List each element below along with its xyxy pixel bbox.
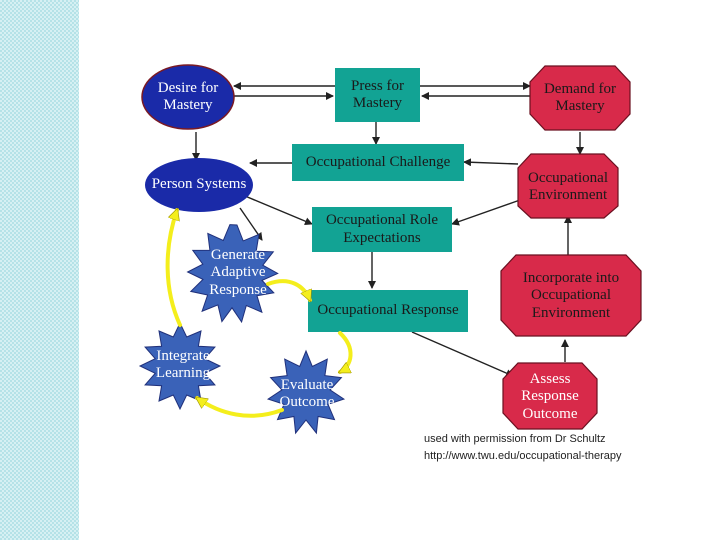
cycle-arrow-integrate-to-person bbox=[165, 210, 182, 327]
connectors bbox=[192, 82, 584, 377]
label-integrate-learning: Integrate Learning bbox=[155, 347, 211, 381]
node-occupational-environment bbox=[517, 153, 619, 219]
connector-response-to-assess bbox=[411, 331, 514, 377]
connector-person-to-role bbox=[244, 195, 313, 225]
cycle-arrow-generate-to-response bbox=[266, 279, 312, 300]
node-person-systems bbox=[145, 158, 253, 212]
label-occupational-role-expectations: Occupational Role Expectations bbox=[325, 212, 439, 246]
node-demand-for-mastery bbox=[529, 65, 631, 131]
label-desire-for-mastery: Desire for Mastery bbox=[157, 79, 219, 113]
label-press-for-mastery: Press for Mastery bbox=[351, 77, 404, 111]
node-desire-for-mastery bbox=[141, 64, 235, 130]
node-occupational-role-expectations bbox=[312, 207, 452, 252]
label-occupational-environment: Occupational Environment bbox=[528, 169, 608, 203]
adaptive-cycle-arrows bbox=[165, 210, 353, 418]
label-occupational-challenge: Occupational Challenge bbox=[305, 153, 451, 170]
cycle-arrow-evaluate-to-integrate bbox=[197, 396, 284, 418]
label-generate-adaptive-response: Generate Adaptive Response bbox=[209, 247, 267, 298]
cycle-arrow-response-to-evaluate bbox=[340, 331, 353, 374]
node-evaluate-outcome-burst bbox=[266, 349, 346, 435]
label-occupational-response: Occupational Response bbox=[317, 302, 459, 319]
label-evaluate-outcome: Evaluate Outcome bbox=[279, 376, 335, 410]
label-person-systems: Person Systems bbox=[151, 176, 247, 193]
node-occupational-challenge bbox=[292, 144, 464, 181]
nodes bbox=[138, 64, 642, 435]
node-integrate-learning-burst bbox=[138, 321, 222, 411]
node-generate-adaptive-response-burst bbox=[186, 224, 279, 324]
connector-environment-to-role bbox=[451, 199, 521, 226]
credit-url-text: http://www.twu.edu/occupational-therapy bbox=[424, 450, 622, 462]
node-press-for-mastery bbox=[335, 68, 420, 122]
node-assess-response-outcome bbox=[502, 362, 598, 430]
node-occupational-response bbox=[308, 290, 468, 332]
label-assess-response-outcome: Assess Response Outcome bbox=[521, 371, 579, 422]
node-incorporate-into-occupational-environment bbox=[500, 254, 642, 337]
label-demand-for-mastery: Demand for Mastery bbox=[543, 80, 617, 114]
credit-permission-text: used with permission from Dr Schultz bbox=[424, 433, 606, 445]
label-incorporate-into-occupational-environment: Incorporate into Occupational Environmen… bbox=[522, 270, 620, 321]
decorative-side-strip bbox=[0, 0, 79, 540]
connector-environment-to-challenge bbox=[463, 158, 519, 167]
